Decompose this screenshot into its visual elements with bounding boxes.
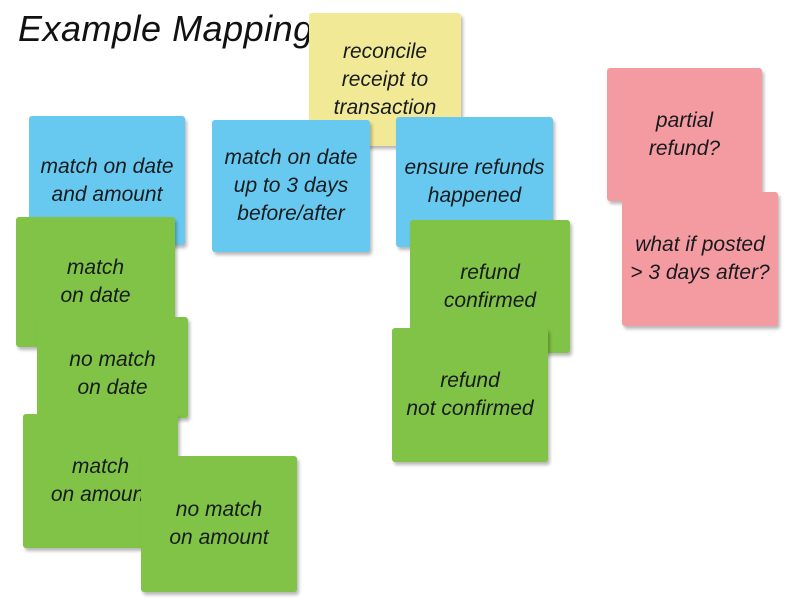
sticky-note-partial-refund[interactable]: partial refund? xyxy=(607,68,762,201)
sticky-note-refund-not-confirmed[interactable]: refund not confirmed xyxy=(392,328,548,462)
sticky-note-no-match-on-amount[interactable]: no match on amount xyxy=(141,456,297,592)
sticky-note-posted-3-days-after[interactable]: what if posted > 3 days after? xyxy=(622,192,778,326)
page-title: Example Mapping xyxy=(18,8,314,49)
sticky-note-match-date-3-days[interactable]: match on date up to 3 days before/after xyxy=(212,120,370,252)
sticky-note-no-match-on-date[interactable]: no match on date xyxy=(37,317,188,418)
